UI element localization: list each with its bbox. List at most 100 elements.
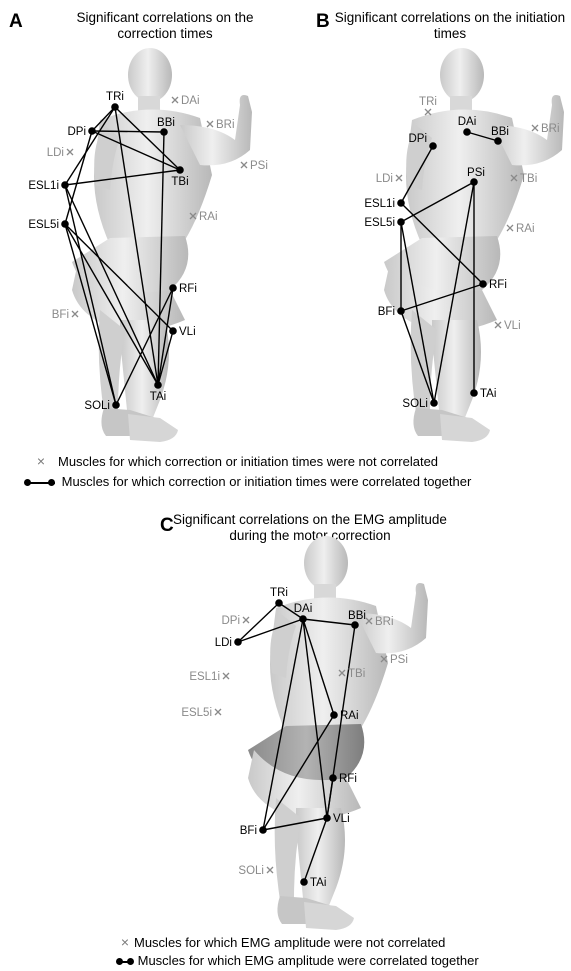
muscle-label: TAi bbox=[480, 388, 496, 400]
muscle-node-a-RFi: RFi bbox=[169, 283, 197, 295]
muscle-node-a-ESL1i: ESL1i bbox=[28, 180, 69, 192]
muscle-label: BBi bbox=[348, 610, 366, 622]
correlated-dot bbox=[351, 621, 359, 629]
uncorrelated-cross-icon bbox=[266, 866, 274, 874]
correlation-link-a-TRi-DPi bbox=[91, 106, 116, 132]
correlated-dot bbox=[61, 181, 69, 189]
muscle-node-b-RFi: RFi bbox=[479, 279, 507, 291]
correlated-dot bbox=[61, 220, 69, 228]
muscle-label: BBi bbox=[491, 126, 509, 138]
uncorrelated-cross-icon bbox=[395, 174, 403, 182]
muscle-node-b-PSi: PSi bbox=[467, 167, 485, 186]
correlation-link-c-DAi-BFi bbox=[262, 618, 304, 831]
correlation-link-c-BFi-VLi bbox=[262, 817, 328, 831]
uncorrelated-cross-icon bbox=[171, 96, 179, 104]
correlated-dot bbox=[397, 199, 405, 207]
muscle-node-a-VLi: VLi bbox=[169, 326, 196, 338]
muscle-node-a-LDi: LDi bbox=[47, 147, 74, 159]
muscle-label: BBi bbox=[157, 117, 175, 129]
correlation-link-c-TRi-DAi bbox=[278, 602, 304, 620]
muscle-label: DAi bbox=[458, 116, 477, 128]
uncorrelated-cross-icon bbox=[365, 617, 373, 625]
correlation-link-a-ESL1i-SOLi bbox=[64, 184, 117, 406]
uncorrelated-cross-icon bbox=[531, 124, 539, 132]
correlation-link-a-ESL5i-TAi bbox=[64, 223, 159, 386]
muscle-node-c-TBi: TBi bbox=[338, 668, 365, 680]
muscle-node-a-SOLi: SOLi bbox=[84, 400, 120, 412]
muscle-label: RAi bbox=[516, 223, 535, 235]
correlation-link-a-VLi-TAi bbox=[157, 330, 174, 386]
correlated-dot bbox=[176, 166, 184, 174]
muscle-label: LDi bbox=[376, 173, 393, 185]
correlated-dot bbox=[259, 826, 267, 834]
muscle-node-a-BBi: BBi bbox=[157, 117, 175, 136]
correlated-dot bbox=[111, 103, 119, 111]
muscle-node-c-SOLi: SOLi bbox=[238, 865, 274, 877]
correlated-dot bbox=[300, 878, 308, 886]
cross-icon: × bbox=[120, 934, 130, 950]
correlation-link-b-DAi-BBi bbox=[466, 131, 499, 142]
correlation-link-b-BFi-SOLi bbox=[400, 310, 435, 404]
muscle-label: LDi bbox=[215, 637, 232, 649]
muscle-node-b-TRi: TRi bbox=[419, 96, 437, 116]
correlation-link-b-ESL1i-RFi bbox=[400, 202, 484, 285]
muscle-node-c-TRi: TRi bbox=[270, 587, 288, 607]
muscle-label: ESL1i bbox=[364, 198, 395, 210]
muscle-node-a-TRi: TRi bbox=[106, 91, 124, 111]
panel-a-title: Significant correlations on the correcti… bbox=[76, 10, 254, 41]
correlation-link-a-BBi-TAi bbox=[157, 131, 165, 386]
muscle-node-b-SOLi: SOLi bbox=[402, 398, 438, 410]
muscle-label: VLi bbox=[333, 813, 350, 825]
correlated-dot bbox=[112, 401, 120, 409]
uncorrelated-cross-icon bbox=[424, 108, 432, 116]
muscle-label: PSi bbox=[467, 167, 485, 179]
muscle-label: LDi bbox=[47, 147, 64, 159]
muscle-label: TAi bbox=[150, 391, 166, 403]
correlation-link-b-PSi-SOLi bbox=[433, 181, 475, 404]
muscle-node-c-VLi: VLi bbox=[323, 813, 350, 825]
correlation-link-b-ESL5i-SOLi bbox=[400, 221, 435, 404]
uncorrelated-cross-icon bbox=[242, 616, 250, 624]
muscle-label: SOLi bbox=[84, 400, 110, 412]
muscle-node-c-RFi: RFi bbox=[329, 773, 357, 785]
uncorrelated-cross-icon bbox=[494, 321, 502, 329]
correlation-link-b-BFi-RFi bbox=[400, 283, 484, 312]
muscle-label: DPi bbox=[221, 615, 240, 627]
muscle-node-c-DPi: DPi bbox=[221, 615, 250, 627]
correlation-link-c-VLi-TAi bbox=[303, 817, 328, 883]
correlation-link-a-ESL5i-SOLi bbox=[64, 223, 117, 406]
correlation-link-c-DAi-RAi bbox=[302, 618, 335, 716]
muscle-node-c-LDi: LDi bbox=[215, 637, 242, 649]
muscle-label: ESL1i bbox=[28, 180, 59, 192]
correlated-dot bbox=[275, 599, 283, 607]
correlated-dot bbox=[299, 615, 307, 623]
muscle-node-b-RAi: RAi bbox=[506, 223, 535, 235]
muscle-node-b-ESL1i: ESL1i bbox=[364, 198, 405, 210]
uncorrelated-cross-icon bbox=[510, 174, 518, 182]
muscle-label: RAi bbox=[199, 211, 218, 223]
correlated-dot bbox=[330, 711, 338, 719]
correlation-link-c-DAi-BBi bbox=[302, 618, 356, 626]
uncorrelated-cross-icon bbox=[506, 224, 514, 232]
muscle-node-a-TBi: TBi bbox=[171, 166, 189, 188]
muscle-label: ESL5i bbox=[181, 707, 212, 719]
muscle-node-b-BFi: BFi bbox=[378, 306, 405, 318]
correlated-dot bbox=[430, 399, 438, 407]
muscle-node-b-LDi: LDi bbox=[376, 173, 403, 185]
muscle-label: BRi bbox=[375, 616, 394, 628]
muscle-node-b-ESL5i: ESL5i bbox=[364, 217, 405, 229]
linked-dots-icon bbox=[24, 478, 58, 488]
uncorrelated-cross-icon bbox=[380, 655, 388, 663]
correlation-link-a-DPi-BBi bbox=[91, 130, 165, 133]
muscle-label: TRi bbox=[419, 96, 437, 108]
muscle-node-c-ESL1i: ESL1i bbox=[189, 671, 230, 683]
correlated-dot bbox=[463, 128, 471, 136]
uncorrelated-cross-icon bbox=[189, 212, 197, 220]
correlated-dot bbox=[234, 638, 242, 646]
correlation-link-c-LDi-DAi bbox=[237, 618, 304, 643]
correlation-link-a-TRi-TBi bbox=[114, 106, 181, 171]
uncorrelated-cross-icon bbox=[206, 120, 214, 128]
muscle-node-a-TAi: TAi bbox=[150, 381, 166, 403]
muscle-label: TBi bbox=[520, 173, 537, 185]
